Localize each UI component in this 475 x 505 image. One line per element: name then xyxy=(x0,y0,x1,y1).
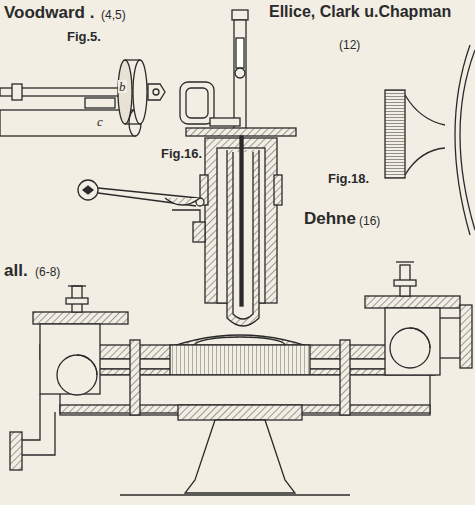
reference-number: (4,5) xyxy=(100,9,127,21)
reference-number: (6-8) xyxy=(34,266,61,278)
title-label: Dehne xyxy=(303,210,357,227)
fig16-apparatus xyxy=(78,10,296,326)
part-letter: c xyxy=(96,115,104,128)
pump-base xyxy=(10,262,472,495)
part-letter: b xyxy=(118,80,127,93)
fig18-thread xyxy=(385,45,475,235)
figure-label: Fig.18. xyxy=(327,172,370,185)
fig5-part xyxy=(0,60,165,136)
title-label: Voodward . xyxy=(3,4,95,21)
title-label: Ellice, Clark u.Chapman xyxy=(268,4,452,20)
reference-number: (16) xyxy=(358,215,381,227)
figure-label: Fig.5. xyxy=(66,30,102,43)
figure-label: Fig.16. xyxy=(160,147,203,160)
reference-number: (12) xyxy=(338,39,361,51)
title-label: all. xyxy=(3,262,29,279)
